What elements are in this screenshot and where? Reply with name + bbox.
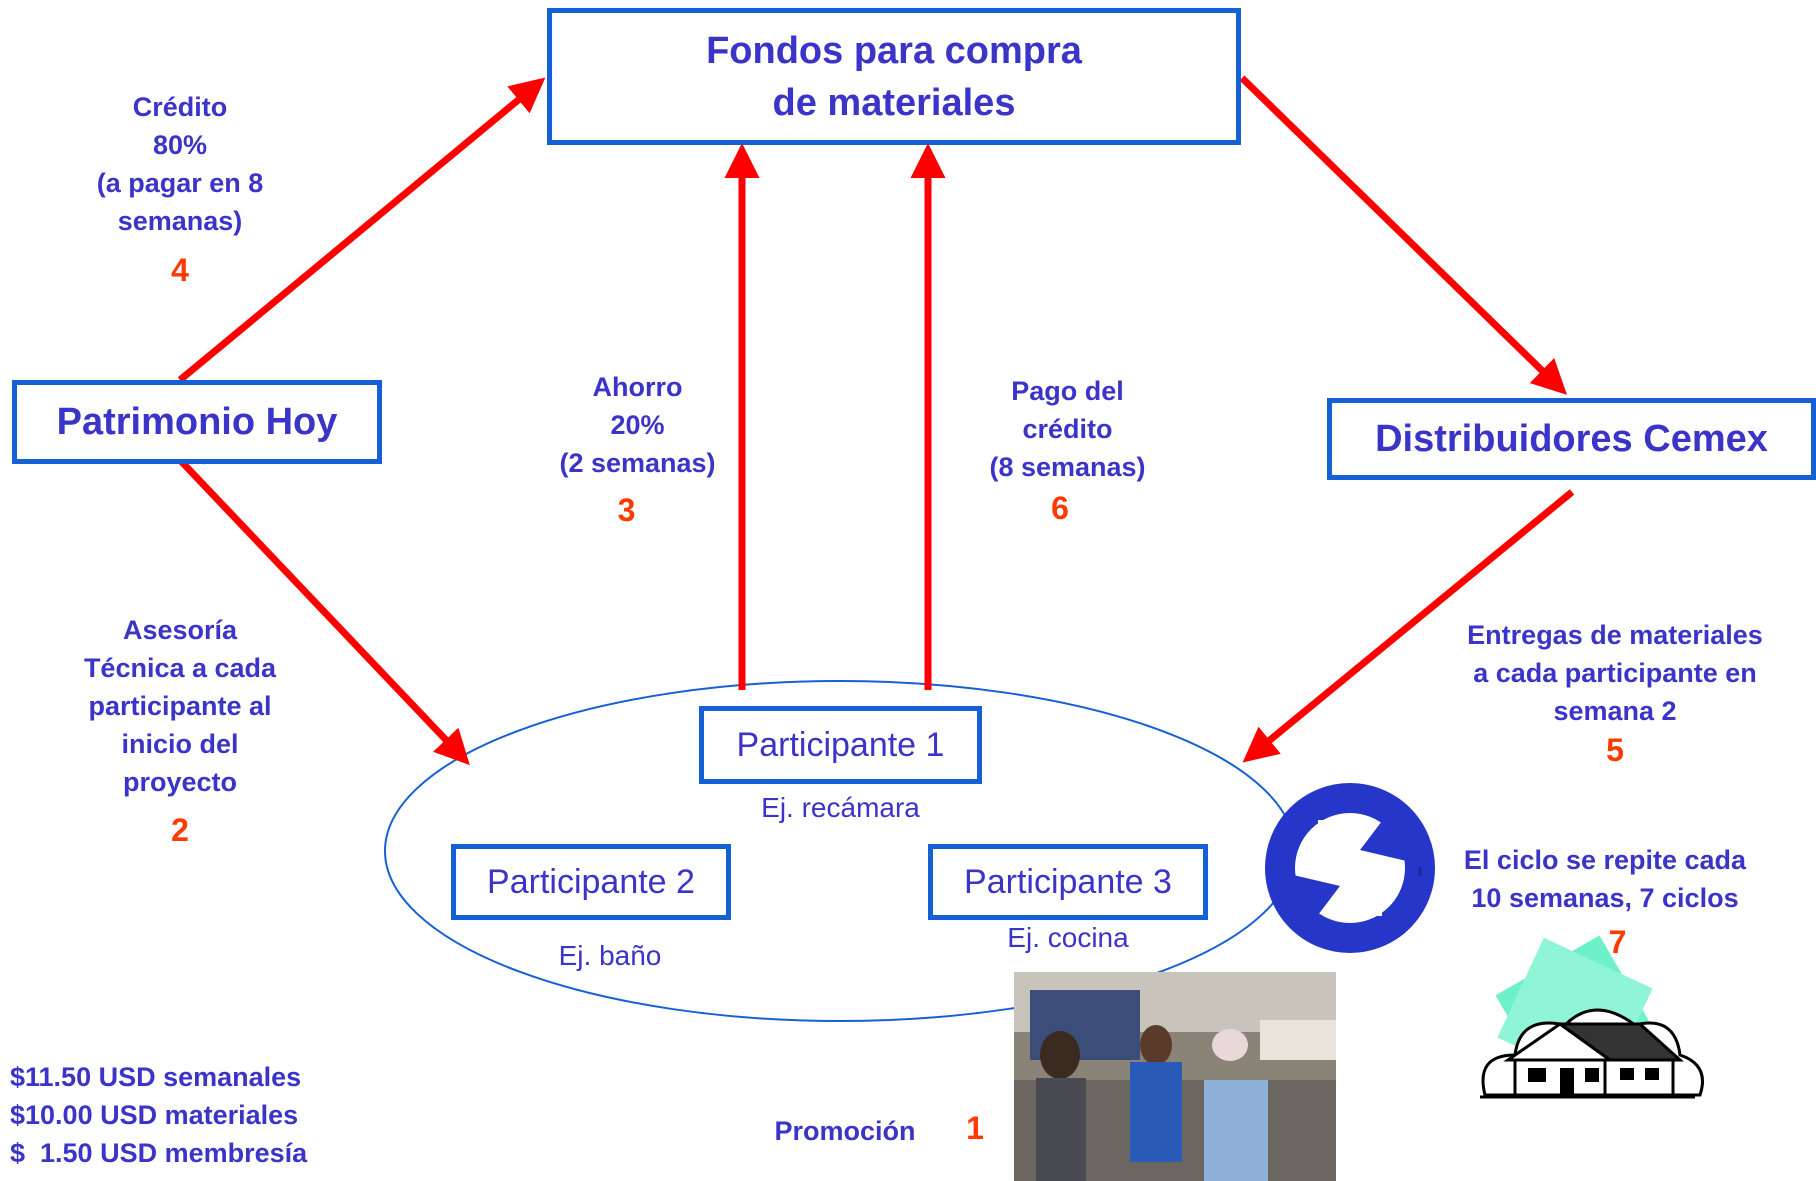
ahorro-label: Ahorro 20% (2 semanas) [559, 372, 716, 478]
house-clipart-icon [1480, 935, 1704, 1099]
entregas-label: Entregas de materiales a cada participan… [1467, 620, 1763, 726]
ciclo-step-number: 7 [1608, 924, 1627, 960]
pago-label: Pago del crédito (8 semanas) [989, 376, 1146, 482]
participante-2-example: Ej. baño [558, 940, 662, 971]
credito-label: Crédito 80% (a pagar en 8 semanas) [96, 92, 264, 236]
arrow-asesoria [177, 457, 470, 766]
asesoria-step-number: 2 [171, 812, 189, 848]
promotion-photo [1014, 972, 1336, 1181]
ahorro-step-number: 3 [617, 492, 636, 528]
promocion-label: Promoción [774, 1116, 916, 1146]
cost-materials: $10.00 USD materiales [10, 1100, 299, 1130]
fondos-box: Fondos para compra de materiales [547, 8, 1241, 145]
pago-step-number: 6 [1051, 490, 1069, 526]
credito-step-number: 4 [171, 252, 189, 288]
asesoria-label: Asesoría Técnica a cada participante al … [83, 615, 277, 797]
arrow-entregas [1242, 489, 1575, 763]
arrow-credito [177, 77, 546, 383]
ciclo-label: El ciclo se repite cada 10 semanas, 7 ci… [1463, 845, 1747, 913]
costs-list: $11.50 USD semanales $10.00 USD material… [10, 1058, 307, 1172]
participante-3-example: Ej. cocina [1007, 922, 1129, 953]
participante-2-box: Participante 2 [451, 844, 731, 920]
cost-membership: $ 1.50 USD membresía [10, 1138, 308, 1168]
participante-1-box: Participante 1 [699, 706, 982, 784]
patrimonio-hoy-box: Patrimonio Hoy [12, 380, 382, 464]
cost-weekly: $11.50 USD semanales [10, 1062, 302, 1092]
participante-3-box: Participante 3 [928, 844, 1208, 920]
participante-1-example: Ej. recámara [761, 792, 920, 823]
cycle-icon [1265, 783, 1435, 953]
distribuidores-cemex-box: Distribuidores Cemex [1327, 398, 1816, 480]
arrow-fondos-distribuidores [1239, 75, 1568, 395]
entregas-step-number: 5 [1606, 732, 1624, 768]
promocion-step-number: 1 [966, 1110, 984, 1146]
